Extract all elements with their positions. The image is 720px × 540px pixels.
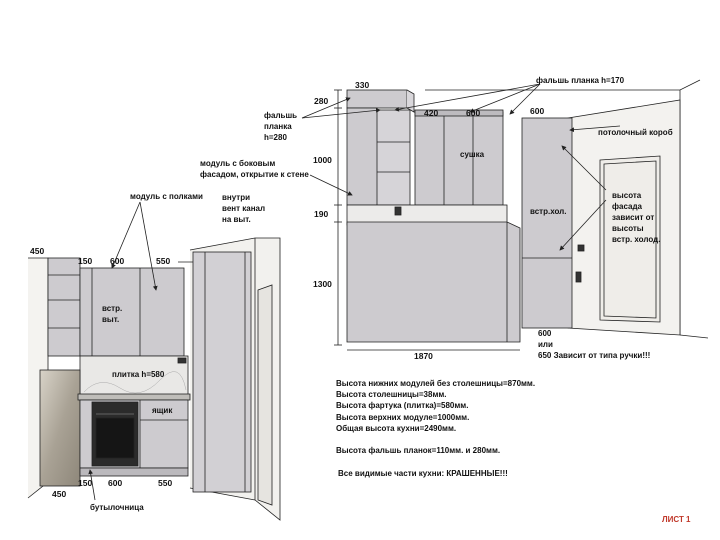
- note-line: Высота столешницы=38мм.: [336, 390, 447, 400]
- dim-1870: 1870: [414, 351, 433, 361]
- note-line: Высота фальшь планок=110мм. и 280мм.: [336, 446, 501, 456]
- dim-450-top: 450: [30, 246, 45, 256]
- dim-600-or-650: 600 или 650 Зависит от типа ручки!!!: [538, 329, 651, 360]
- label-false-strip-280: фальшь планка h=280: [264, 111, 298, 142]
- right-kitchen-view: [301, 79, 709, 351]
- dim-1300: 1300: [313, 279, 332, 289]
- dim-600-fridge: 600: [530, 106, 545, 116]
- dim-150-top: 150: [78, 256, 93, 266]
- label-false-strip-170: фальшь планка h=170: [536, 76, 625, 85]
- note-line: Все видимые части кухни: КРАШЕННЫЕ!!!: [338, 468, 508, 478]
- note-line: Высота фартука (плитка)=580мм.: [336, 401, 469, 411]
- note-line: [336, 456, 535, 467]
- label-drawer: ящик: [152, 406, 173, 415]
- specification-notes: Высота нижних модулей без столешницы=870…: [336, 378, 535, 479]
- label-dryer: сушка: [460, 150, 485, 159]
- dim-420: 420: [424, 108, 439, 118]
- note-line: Высота нижних модулей без столешницы=870…: [336, 379, 536, 388]
- note-line: Высота верхних модуле=1000мм.: [336, 412, 470, 422]
- label-ceiling-box: потолочный короб: [598, 128, 673, 137]
- label-side-facade-module: модуль с боковым фасадом, открытие к сте…: [200, 159, 309, 179]
- dim-600-top: 600: [110, 256, 125, 266]
- upper-cabinets: [79, 267, 185, 357]
- door: [599, 155, 661, 323]
- dim-450-bottom: 450: [52, 489, 67, 499]
- note-line: [336, 434, 535, 445]
- dim-600-upper: 600: [466, 108, 481, 118]
- note-line: Общая высота кухни=2490мм.: [336, 423, 457, 433]
- dim-550-top: 550: [156, 256, 171, 266]
- dim-550-bottom: 550: [158, 478, 173, 488]
- dim-330: 330: [355, 80, 370, 90]
- dim-600-bottom: 600: [108, 478, 123, 488]
- label-tile: плитка h=580: [112, 370, 165, 379]
- dim-1000: 1000: [313, 155, 332, 165]
- left-kitchen-view: [27, 201, 281, 521]
- label-fridge-facade-height: высота фасада зависит от высоты встр. хо…: [612, 191, 661, 244]
- dim-150-bottom: 150: [78, 478, 93, 488]
- shelf-module: [47, 257, 81, 357]
- label-bottle-holder: бутылочница: [90, 503, 144, 512]
- label-built-in-fridge: встр.хол.: [530, 207, 567, 216]
- dim-280: 280: [314, 96, 329, 106]
- label-hood: встр. выт.: [102, 304, 123, 324]
- lower-cabinets: [346, 221, 521, 343]
- dim-190: 190: [314, 209, 329, 219]
- fridge-column: [521, 117, 573, 329]
- label-vent-channel: внутри вент канал на выт.: [222, 193, 266, 224]
- tall-column: [192, 251, 252, 493]
- sheet-label: ЛИСТ 1: [662, 515, 691, 524]
- label-shelf-module: модуль с полками: [130, 192, 203, 201]
